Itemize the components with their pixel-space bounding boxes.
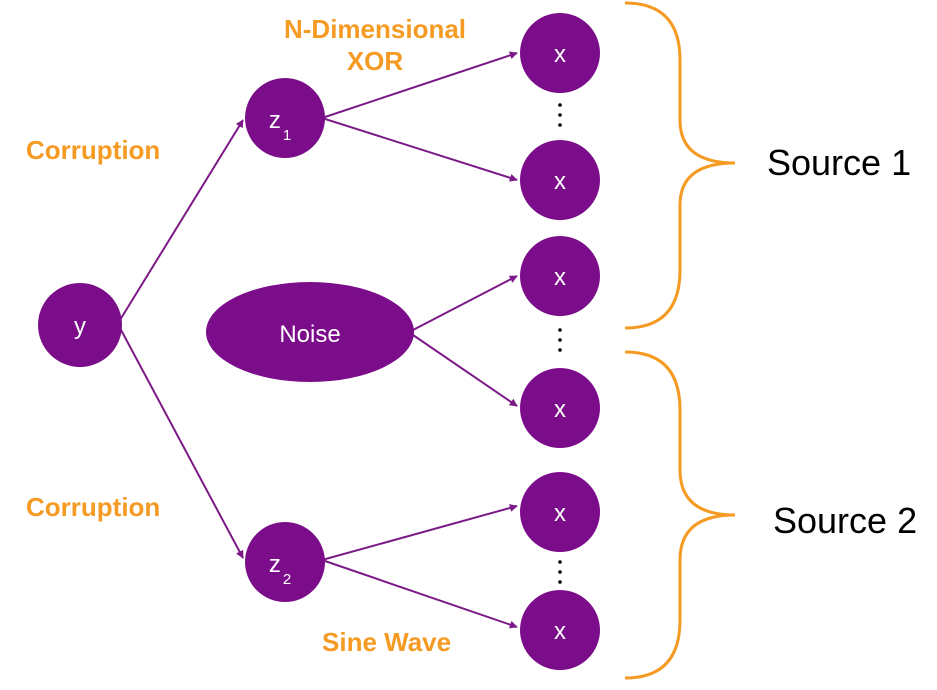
edge-z1-x2 — [321, 117, 518, 182]
node-x6-label: x — [554, 618, 566, 645]
source-1-label: Source 1 — [767, 142, 911, 183]
edge-z2-x6 — [321, 559, 518, 629]
node-x5 — [520, 472, 600, 552]
edge-noise-x4 — [412, 334, 518, 407]
edge-z2-x5 — [321, 504, 518, 561]
corruption-label-bottom: Corruption — [26, 492, 160, 522]
edge-y-z1 — [119, 119, 244, 321]
corruption-label-top: Corruption — [26, 135, 160, 165]
ellipsis-dots-middle — [558, 328, 562, 352]
node-x1-label: x — [554, 41, 566, 68]
node-y — [38, 283, 122, 367]
edge-y-z2 — [119, 327, 244, 559]
source-2-label: Source 2 — [773, 500, 917, 541]
node-x4-label: x — [554, 396, 566, 423]
node-z2-label: z2 — [269, 551, 291, 588]
xor-label-line1: N-Dimensional — [284, 14, 466, 44]
node-x2-label: x — [554, 168, 566, 195]
node-z1 — [245, 78, 325, 158]
node-x3 — [520, 236, 600, 316]
node-y-label: y — [74, 313, 86, 340]
node-z1-label: z1 — [269, 107, 291, 144]
brace-source-2 — [624, 350, 736, 680]
ellipsis-dots-bottom — [558, 560, 562, 584]
sine-wave-label: Sine Wave — [322, 627, 451, 657]
edge-z1-x1 — [321, 51, 518, 119]
ellipsis-dots-top — [558, 103, 562, 127]
node-noise-label: Noise — [279, 321, 340, 348]
brace-source-1 — [624, 1, 736, 330]
node-x4 — [520, 368, 600, 448]
node-x3-label: x — [554, 264, 566, 291]
node-x1 — [520, 13, 600, 93]
node-noise — [206, 282, 414, 382]
edge-noise-x3 — [412, 275, 518, 331]
node-z2 — [245, 522, 325, 602]
xor-label-line2: XOR — [347, 46, 404, 76]
node-x2 — [520, 140, 600, 220]
node-x5-label: x — [554, 500, 566, 527]
node-x6 — [520, 590, 600, 670]
